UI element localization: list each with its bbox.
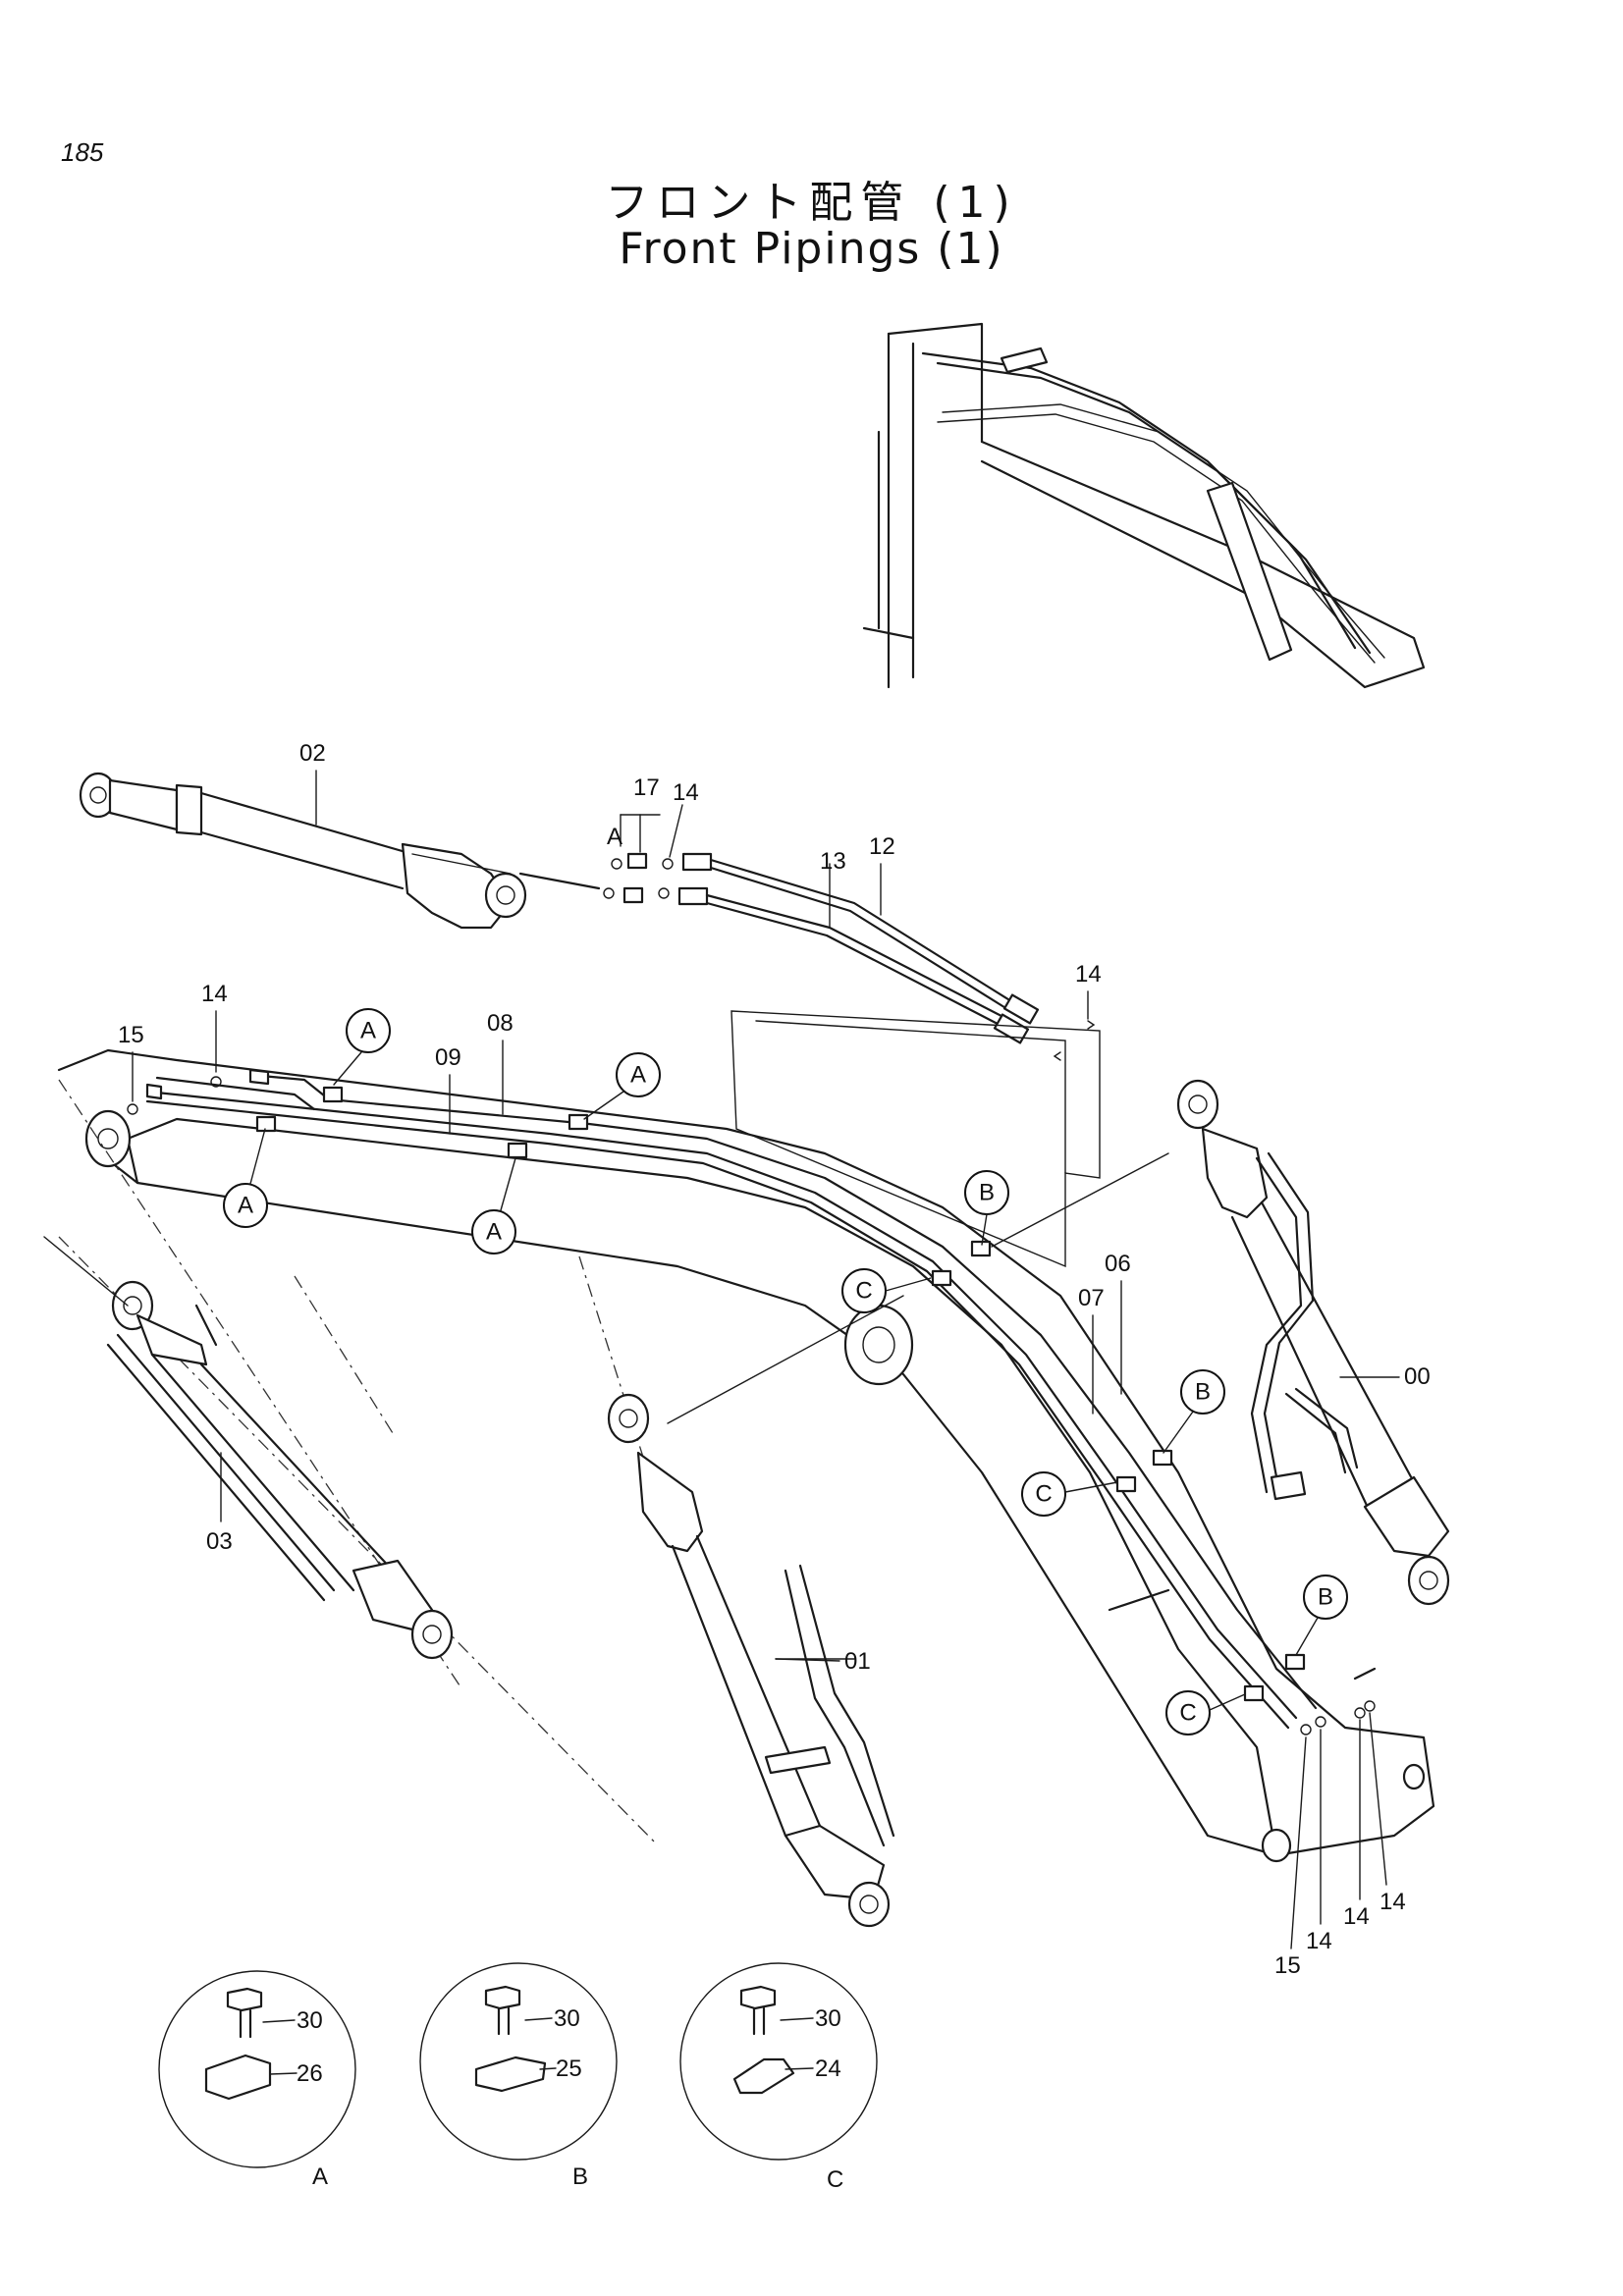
label-01: 01 [844,1648,871,1675]
label-15-bottom: 15 [1274,1952,1301,1979]
bubble-c-1: C [855,1278,872,1305]
label-14-bottom-a: 14 [1306,1928,1332,1954]
detail-b: 30 25 B [419,1962,618,2190]
bubble-a-3: A [238,1193,253,1219]
bubble-b-3: B [1318,1584,1333,1611]
label-07: 07 [1078,1285,1105,1311]
detail-a-bolt: 30 [297,2007,323,2034]
label-17: 17 [633,774,660,801]
bucket-cylinder-00 [1176,1079,1450,1606]
part-labels: 02 17 14 12 13 14 14 15 08 09 06 07 00 0… [118,740,1431,1979]
bubble-a-1: A [360,1018,376,1044]
label-15-left: 15 [118,1022,144,1048]
detail-c-ref: C [827,2166,843,2193]
bubble-c-3: C [1179,1700,1196,1727]
bubble-b-1: B [979,1180,995,1206]
label-03: 03 [206,1528,233,1555]
overview-inset [862,322,1426,689]
boom-cylinder-01 [607,1393,895,1928]
label-09: 09 [435,1044,461,1071]
bubble-a-2: A [630,1062,646,1089]
detail-b-bolt: 30 [554,2005,580,2032]
label-14-hose: 14 [1075,961,1102,988]
label-06: 06 [1105,1251,1131,1277]
label-13: 13 [820,848,846,875]
label-14-bottom-c: 14 [1380,1889,1406,1915]
bubble-a-small: A [607,824,622,850]
clamp-ref-bubbles: A A A A A B B B C C C [223,824,1348,1735]
label-14-bottom-b: 14 [1343,1903,1370,1930]
detail-c-bolt: 30 [815,2005,841,2032]
label-08: 08 [487,1010,514,1037]
phantom-outline [730,1010,1101,1268]
pipes-08-09 [127,1068,1376,1735]
detail-a-clamp: 26 [297,2060,323,2087]
label-00: 00 [1404,1363,1431,1390]
title-english: Front Pipings (1) [619,224,1004,274]
arm-cylinder-03 [43,1236,454,1660]
detail-b-ref: B [572,2163,588,2190]
hoses-12-13 [677,852,1096,1061]
detail-c: 30 24 C [679,1962,878,2193]
detail-b-clamp: 25 [556,2056,582,2082]
fittings-17-14 [603,804,683,904]
detail-a-ref: A [312,2163,328,2190]
label-02: 02 [299,740,326,767]
title-japanese: フロント配管 (1) [605,178,1018,228]
label-12: 12 [869,833,895,860]
detail-c-clamp: 24 [815,2056,841,2082]
arm-cylinder-02 [79,772,601,930]
bubble-a-4: A [486,1219,502,1246]
bubble-c-2: C [1035,1481,1052,1508]
boom-body [57,1048,1435,1863]
bubble-b-2: B [1195,1379,1211,1406]
leader-b-cylinder [991,1152,1169,1248]
page-number: 185 [61,137,104,167]
leader-c-cylinder [667,1295,904,1424]
label-14-left: 14 [201,981,228,1007]
label-14-top: 14 [673,779,699,806]
detail-a: 30 26 A [158,1970,356,2190]
